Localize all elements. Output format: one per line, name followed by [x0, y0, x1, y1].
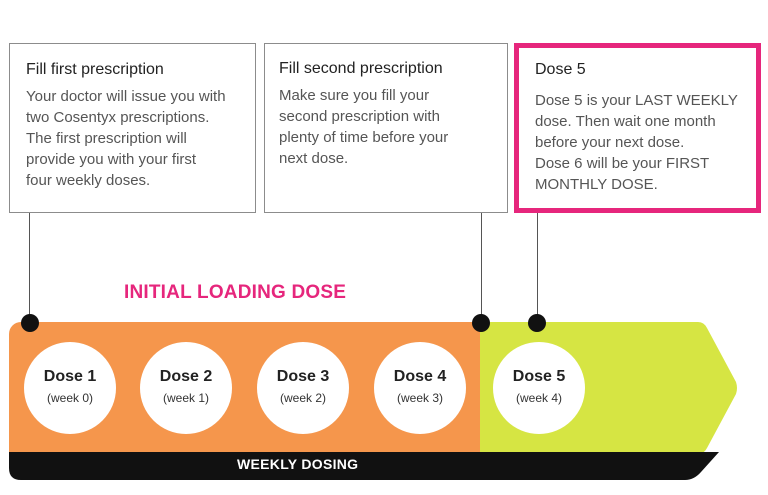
- connector-line-3: [537, 213, 538, 323]
- timeline-dot-2: [472, 314, 490, 332]
- card-body: Dose 5 is your LAST WEEKLY dose. Then wa…: [535, 90, 740, 195]
- weekly-dosing-bar: [9, 452, 719, 480]
- card-line: provide you with your first: [26, 151, 197, 168]
- weekly-bar-shape: [9, 452, 719, 480]
- card-title: Fill second prescription: [279, 60, 443, 77]
- card-line: Your doctor will issue you with: [26, 88, 226, 105]
- connector-line-2: [481, 213, 482, 323]
- timeline-dot-1: [21, 314, 39, 332]
- dose-week: (week 1): [162, 391, 209, 405]
- card-line: next dose.: [279, 150, 349, 167]
- weekly-dosing-label: WEEKLY DOSING: [237, 456, 359, 472]
- card-title: Fill first prescription: [26, 61, 164, 78]
- card-line: Dose 5 is your LAST WEEKLY: [535, 92, 738, 109]
- timeline-dot-3: [528, 314, 546, 332]
- dose-name: Dose 3: [276, 368, 330, 385]
- card-line: two Cosentyx prescriptions.: [26, 109, 210, 126]
- dose-name: Dose 4: [393, 368, 447, 385]
- dose-circle-3: Dose 3 (week 2): [257, 342, 349, 434]
- dose-circle-1: Dose 1 (week 0): [24, 342, 116, 434]
- card-body: Your doctor will issue you with two Cose…: [26, 86, 239, 191]
- dose-name: Dose 1: [43, 368, 97, 385]
- card-line: four weekly doses.: [26, 172, 151, 189]
- dose-week: (week 0): [46, 391, 93, 405]
- dose-name: Dose 5: [512, 368, 566, 385]
- card-line: Dose 6 will be your FIRST: [535, 155, 710, 172]
- card-fill-first-prescription: Fill first prescription Your doctor will…: [9, 43, 256, 213]
- card-line: plenty of time before your: [279, 129, 449, 146]
- dose-week: (week 2): [279, 391, 326, 405]
- card-line: MONTHLY DOSE.: [535, 176, 658, 193]
- card-line: dose. Then wait one month: [535, 113, 716, 130]
- connector-line-1: [29, 213, 30, 323]
- card-line: Make sure you fill your: [279, 87, 430, 104]
- dose-week: (week 3): [396, 391, 443, 405]
- card-line: before your next dose.: [535, 134, 685, 151]
- card-title: Dose 5: [535, 61, 586, 78]
- dose-circle-4: Dose 4 (week 3): [374, 342, 466, 434]
- card-body: Make sure you fill your second prescript…: [279, 85, 493, 169]
- card-dose-5-highlight: Dose 5 Dose 5 is your LAST WEEKLY dose. …: [514, 43, 761, 213]
- dose-week: (week 4): [515, 391, 562, 405]
- initial-loading-dose-label: INITIAL LOADING DOSE: [124, 282, 347, 303]
- card-line: second prescription with: [279, 108, 440, 125]
- dose-name: Dose 2: [159, 368, 213, 385]
- dose-circle-5: Dose 5 (week 4): [493, 342, 585, 434]
- card-fill-second-prescription: Fill second prescription Make sure you f…: [264, 43, 508, 213]
- dose-circle-2: Dose 2 (week 1): [140, 342, 232, 434]
- card-line: The first prescription will: [26, 130, 187, 147]
